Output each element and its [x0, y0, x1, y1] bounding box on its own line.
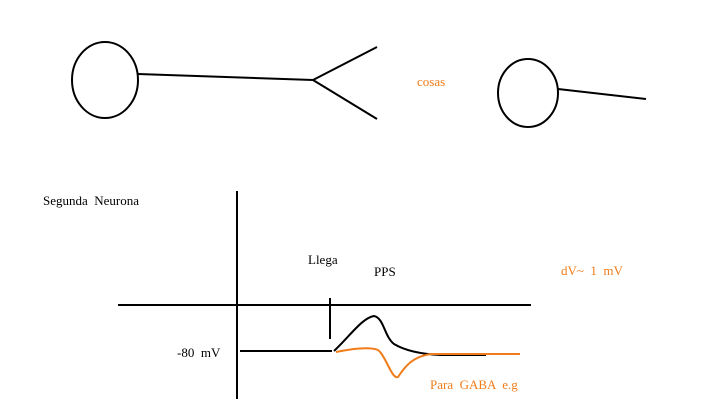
neuron-1-branch-top: [312, 46, 378, 81]
neuron-1-soma: [71, 41, 139, 119]
neuron-1-axon: [137, 73, 314, 81]
resting-potential-label: -80 mV: [177, 345, 221, 360]
segunda-neurona-label: Segunda Neurona: [43, 193, 140, 208]
cosas-label: cosas: [417, 74, 446, 89]
pps-excitatory-curve: [333, 314, 486, 356]
dv-label: dV~ 1 mV: [561, 263, 623, 278]
neuron-1-branch-bottom: [312, 79, 378, 120]
gaba-label: Para GABA e.g: [430, 377, 518, 392]
pps-label: PPS: [374, 264, 396, 279]
llega-label: Llega: [308, 252, 338, 267]
neuron-2-axon: [557, 88, 647, 100]
neuron-2-soma: [497, 58, 559, 128]
gaba-inhibitory-curve: [335, 347, 520, 379]
